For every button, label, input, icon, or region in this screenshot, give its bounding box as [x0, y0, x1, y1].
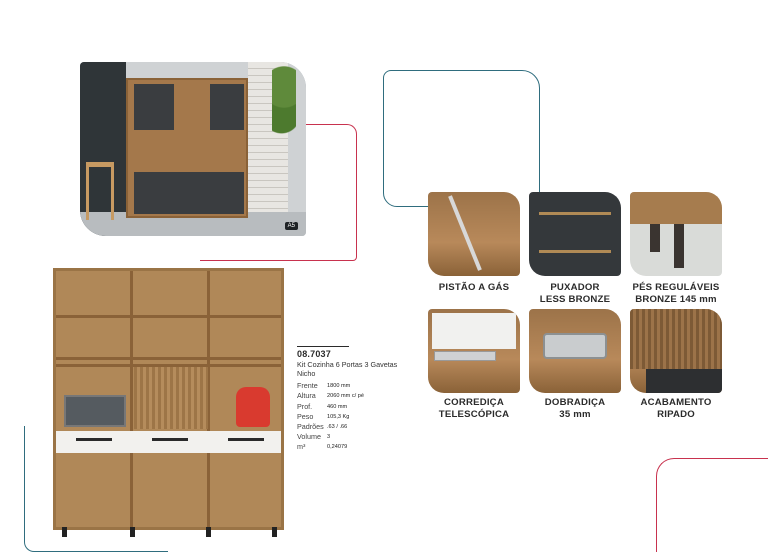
- adjustable-foot-icon: [674, 224, 684, 268]
- caption-line: BRONZE 145 mm: [635, 293, 717, 305]
- cabinet-slatted-panel: [134, 367, 208, 429]
- scene-cabinet-base: [134, 172, 244, 214]
- spec-table: Frente 1800 mm Altura 2060 mm c/ pé Prof. 4…: [297, 381, 407, 452]
- detail-photo-hinge: [529, 309, 621, 393]
- cabinet-foot: [206, 527, 211, 537]
- red-frame-bottom: [656, 458, 768, 552]
- product-title: Kit Cozinha 6 Portas 3 Gavetas Nicho: [297, 360, 398, 378]
- product-code: 08.7037: [297, 346, 349, 359]
- kitchen-scene-photo: A5: [80, 62, 306, 236]
- spec-key: Peso: [297, 411, 314, 421]
- detail-photo-handle: [529, 192, 621, 276]
- spec-value: .63 / .66: [327, 424, 348, 430]
- drawer-handle: [76, 438, 112, 441]
- caption-line: LESS BRONZE: [539, 293, 611, 305]
- hinge-icon: [543, 333, 607, 359]
- cabinet-shelf: [56, 357, 281, 360]
- spec-row: m³ 0,24079: [297, 442, 407, 452]
- detail-photo-slats: [630, 309, 722, 393]
- detail-photo-feet: [630, 192, 722, 276]
- caption-line: PISTÃO A GÁS: [438, 282, 510, 293]
- cabinet-base-wood: [630, 192, 722, 224]
- telescopic-slide-icon: [434, 351, 496, 361]
- spec-key: Altura: [297, 391, 316, 401]
- caption-line: DOBRADIÇA: [544, 397, 606, 408]
- cabinet-drawers: [56, 431, 281, 453]
- spec-row: Prof. 460 mm: [297, 402, 407, 412]
- caption-line: PÉS REGULÁVEIS: [632, 282, 720, 293]
- spec-key: Frente: [297, 381, 318, 391]
- spec-value: 1800 mm: [327, 383, 351, 390]
- spec-row: Padrões.63 / .66: [297, 422, 407, 432]
- microwave: [64, 395, 126, 427]
- spec-key: Prof.: [297, 401, 313, 411]
- spec-value: 105,3 Kg: [327, 413, 350, 420]
- scene-cabinet-door: [210, 84, 244, 130]
- frame-corner: [646, 369, 722, 393]
- cabinet-foot: [272, 527, 277, 537]
- cabinet-shelf: [56, 364, 281, 367]
- slatted-finish-icon: [630, 309, 722, 369]
- spec-value: 460 mm: [327, 403, 348, 410]
- scene-cabinet-door: [134, 84, 174, 130]
- drawer-handle: [152, 438, 188, 441]
- detail-photo-slide: [428, 309, 520, 393]
- caption-line: RIPADO: [657, 408, 695, 420]
- cabinet-divider: [207, 271, 210, 527]
- spec-key: Volume: [297, 432, 321, 442]
- spec-row: Altura 2060 mm c/ pé: [297, 391, 407, 401]
- bronze-handle-icon: [539, 212, 611, 215]
- spec-value: 0,24079: [327, 444, 348, 451]
- spec-row: Peso 105,3 Kg: [297, 412, 407, 422]
- caption-line: CORREDIÇA: [444, 397, 504, 408]
- cabinet-foot: [62, 527, 67, 537]
- caption-line: PUXADOR: [550, 282, 600, 293]
- bronze-handle-icon: [539, 250, 611, 253]
- scene-stool: [86, 162, 114, 220]
- cabinet-shelf: [56, 315, 281, 318]
- drawer-handle: [228, 438, 264, 441]
- caption-line: 35 mm: [559, 408, 591, 420]
- stand-mixer: [236, 387, 270, 427]
- spec-key: Padrões: [297, 422, 324, 431]
- caption-line: ACABAMENTO: [640, 397, 712, 408]
- spec-row: Volume 3: [297, 432, 407, 442]
- caption-gas-piston: PISTÃO A GÁS: [420, 282, 528, 294]
- spec-value: 2060 mm c/ pé: [327, 393, 364, 400]
- scene-photo-tag: A5: [284, 222, 298, 230]
- product-spec-block: 08.7037 Kit Cozinha 6 Portas 3 Gavetas N…: [297, 346, 407, 453]
- cabinet-foot: [130, 527, 135, 537]
- spec-row: Frente 1800 mm: [297, 381, 407, 391]
- teal-frame-top: [383, 70, 540, 207]
- spec-value: 3: [327, 434, 331, 441]
- scene-plant: [272, 66, 296, 136]
- product-cabinet-image: [53, 268, 284, 537]
- gas-piston-icon: [448, 195, 482, 271]
- adjustable-foot-icon: [650, 224, 660, 252]
- cabinet-divider: [130, 271, 133, 527]
- drawer-front: [432, 313, 516, 349]
- caption-line: TELESCÓPICA: [438, 408, 510, 420]
- spec-key: m³: [297, 442, 306, 452]
- detail-photo-gas-piston: [428, 192, 520, 276]
